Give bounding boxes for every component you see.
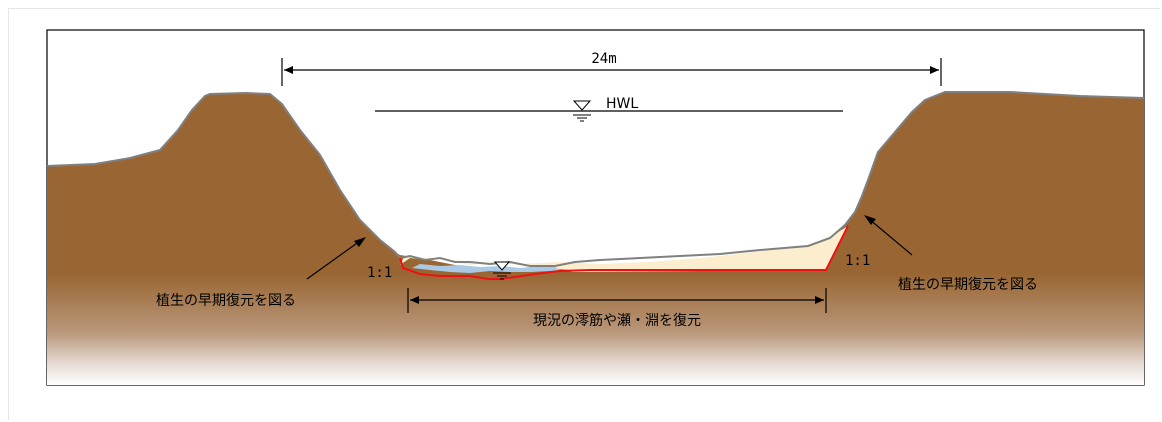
ground-surface-line [47,91,1144,267]
slope-label-left: 1:1 [367,265,392,281]
page-frame [8,8,1160,420]
channel-dimension [407,288,827,313]
hwl-label: HWL [606,96,638,112]
left-vegetation-arrow [306,237,366,280]
excavation-line [399,225,849,280]
right-vegetation-arrow [864,215,913,256]
soil-body [47,92,1144,385]
channel-label: 現況の澪筋や瀬・淵を復元 [533,312,701,329]
slope-label-right: 1:1 [845,253,870,269]
width-dimension [281,58,942,86]
hwl-line [375,100,843,122]
vegetation-label-right: 植生の早期復元を図る [898,276,1038,293]
water-level-icon [493,261,511,280]
water-body [412,264,560,273]
width-label: 24m [591,51,616,67]
vegetation-label-left: 植生の早期復元を図る [156,292,296,309]
riverbed-fill [400,246,826,270]
hwl-triangle-icon [572,100,592,111]
